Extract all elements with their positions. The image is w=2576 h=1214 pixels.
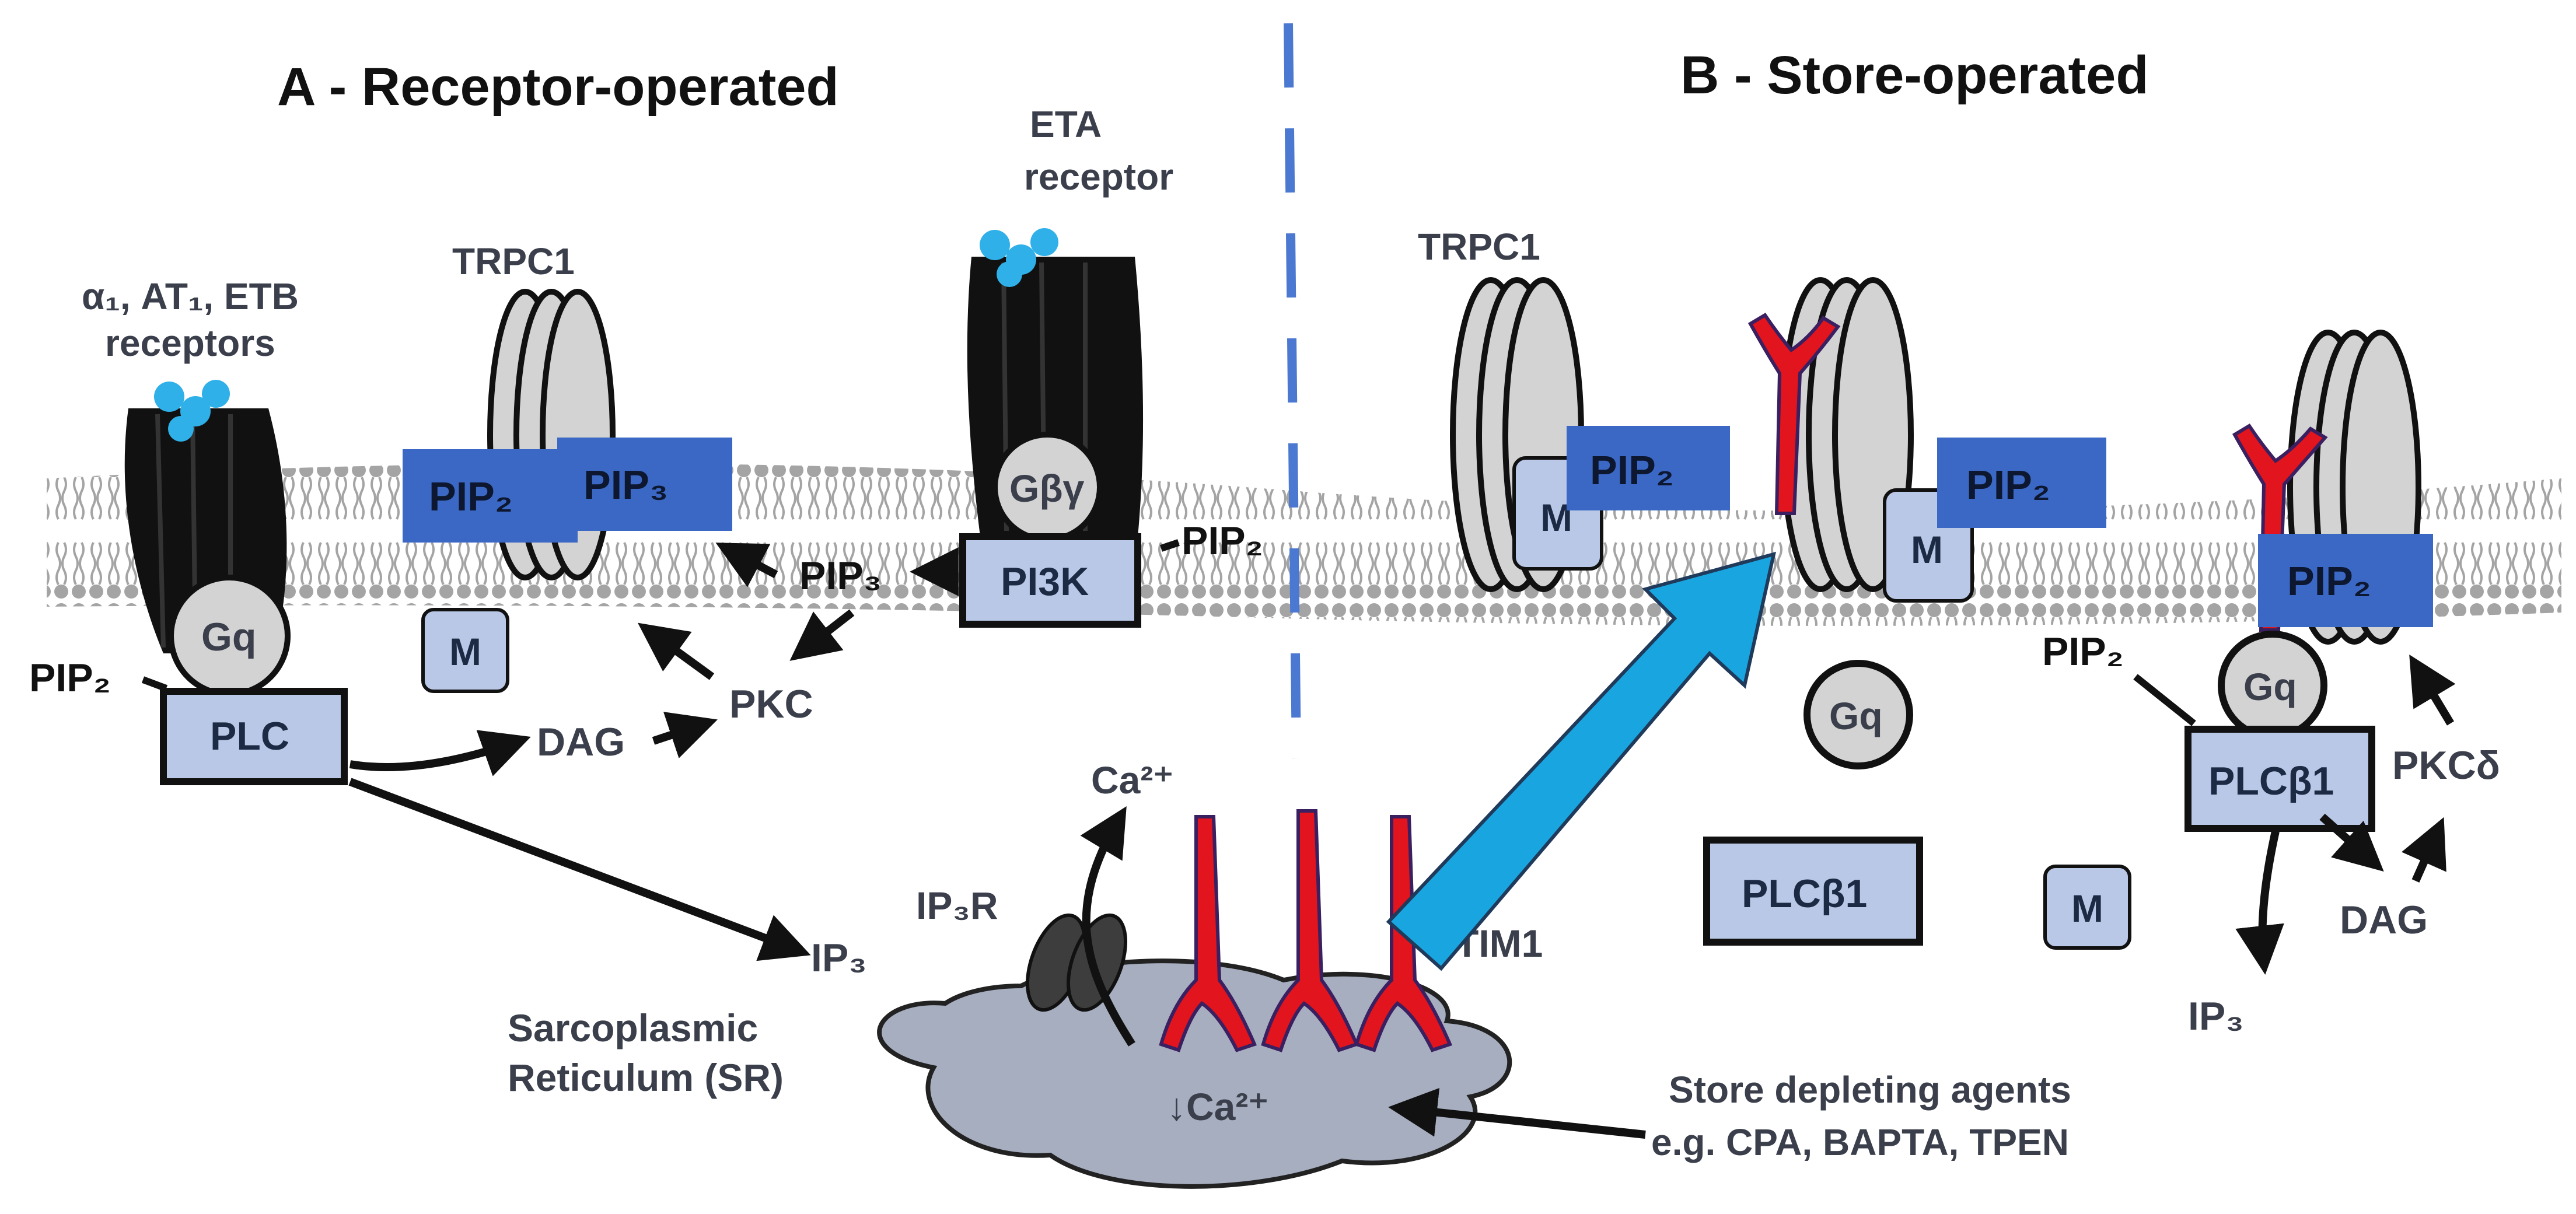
plc-label: PLC: [210, 714, 289, 758]
m-label-b3: M: [2071, 887, 2103, 930]
gq-protein-b2: Gq: [2218, 631, 2327, 740]
ip3-label-a: IP₃: [811, 936, 867, 980]
arrows-panel-b: [2235, 654, 2456, 975]
ligand-left: [154, 380, 230, 442]
gq-protein-a: Gq: [168, 575, 291, 697]
ca-low-label: ↓Ca²⁺: [1167, 1085, 1268, 1128]
pip2-label-a1: PIP₂: [29, 656, 111, 700]
plcb1-box-b2: PLCβ1: [2184, 726, 2375, 832]
stim1-translocation-arrow: [1386, 551, 1777, 971]
m-label-a: M: [449, 630, 481, 673]
ip3-label-b: IP₃: [2188, 994, 2244, 1038]
arrows-panel-a: [348, 543, 959, 961]
stim1-coupled-b3: [2232, 423, 2328, 632]
pi3k-box: PI3K: [959, 533, 1141, 628]
pip2-box-b2-label: PIP₂: [1966, 462, 2050, 508]
pip2-box-b3: PIP₂: [2258, 534, 2433, 627]
receptors-left-line2: receptors: [105, 322, 275, 364]
pip2-box-b1-label: PIP₂: [1590, 447, 1674, 493]
pkcd-label: PKCδ: [2392, 743, 2500, 788]
gq-label-a: Gq: [201, 615, 256, 659]
panel-a-title: A - Receptor-operated: [277, 57, 839, 117]
pip2-label-b: PIP₂: [2042, 629, 2124, 674]
receptors-left-line1: α₁, AT₁, ETB: [82, 275, 299, 317]
pip2-box-a: PIP₂: [403, 449, 578, 543]
plcb1-box-b: PLCβ1: [1703, 837, 1923, 946]
gq-protein-b: Gq: [1803, 660, 1913, 769]
ip3r-channel: [1025, 913, 1128, 1012]
dag-label-b: DAG: [2340, 898, 2428, 942]
panel-b-title: B - Store-operated: [1680, 46, 2149, 105]
pip2-box-b3-label: PIP₂: [2287, 558, 2371, 604]
pip2-box-a-label: PIP₂: [429, 474, 513, 519]
ca-release-arrow: [1080, 806, 1135, 1047]
eta-line1: ETA: [1030, 103, 1102, 145]
trpc1-label-a: TRPC1: [452, 240, 575, 282]
eta-line2: receptor: [1024, 156, 1173, 198]
pip2-label-a2: PIP₂: [1182, 519, 1263, 563]
agents-line1: Store depleting agents: [1669, 1069, 2071, 1111]
m-label-b2: M: [1911, 528, 1943, 571]
agents-arrow: [1388, 1087, 1646, 1139]
pip3-box-a-label: PIP₃: [583, 462, 668, 508]
sr-line1: Sarcoplasmic: [508, 1006, 758, 1049]
trpc1-label-b: TRPC1: [1418, 226, 1540, 268]
dag-label-a: DAG: [537, 720, 625, 764]
gbg-protein: Gβγ: [992, 432, 1103, 543]
pip2-box-b2: PIP₂: [1937, 438, 2106, 528]
panel-divider: [1284, 23, 1301, 759]
gbg-label: Gβγ: [1009, 467, 1085, 510]
stim1-coupled-b2: [1747, 312, 1841, 515]
plcb1-label-b: PLCβ1: [1742, 872, 1867, 916]
agents-line2: e.g. CPA, BAPTA, TPEN: [1651, 1121, 2069, 1163]
plcb1-label-b2: PLCβ1: [2208, 759, 2334, 803]
pip3-label-a: PIP₃: [799, 554, 882, 598]
pip2-box-b1: PIP₂: [1567, 426, 1730, 510]
m-box-b3: M: [2043, 865, 2131, 950]
ip3r-label: IP₃R: [916, 884, 998, 927]
ligand-eta: [980, 228, 1058, 287]
ca-label: Ca²⁺: [1091, 758, 1173, 802]
plc-box: PLC: [160, 688, 348, 785]
sr-line2: Reticulum (SR): [508, 1056, 784, 1099]
pkc-label: PKC: [729, 682, 813, 726]
gq-label-b2: Gq: [2243, 665, 2297, 708]
m-box-a: M: [421, 608, 509, 693]
pi3k-label: PI3K: [1001, 559, 1089, 604]
pip3-box-a: PIP₃: [557, 438, 732, 531]
gq-label-b: Gq: [1829, 694, 1883, 737]
